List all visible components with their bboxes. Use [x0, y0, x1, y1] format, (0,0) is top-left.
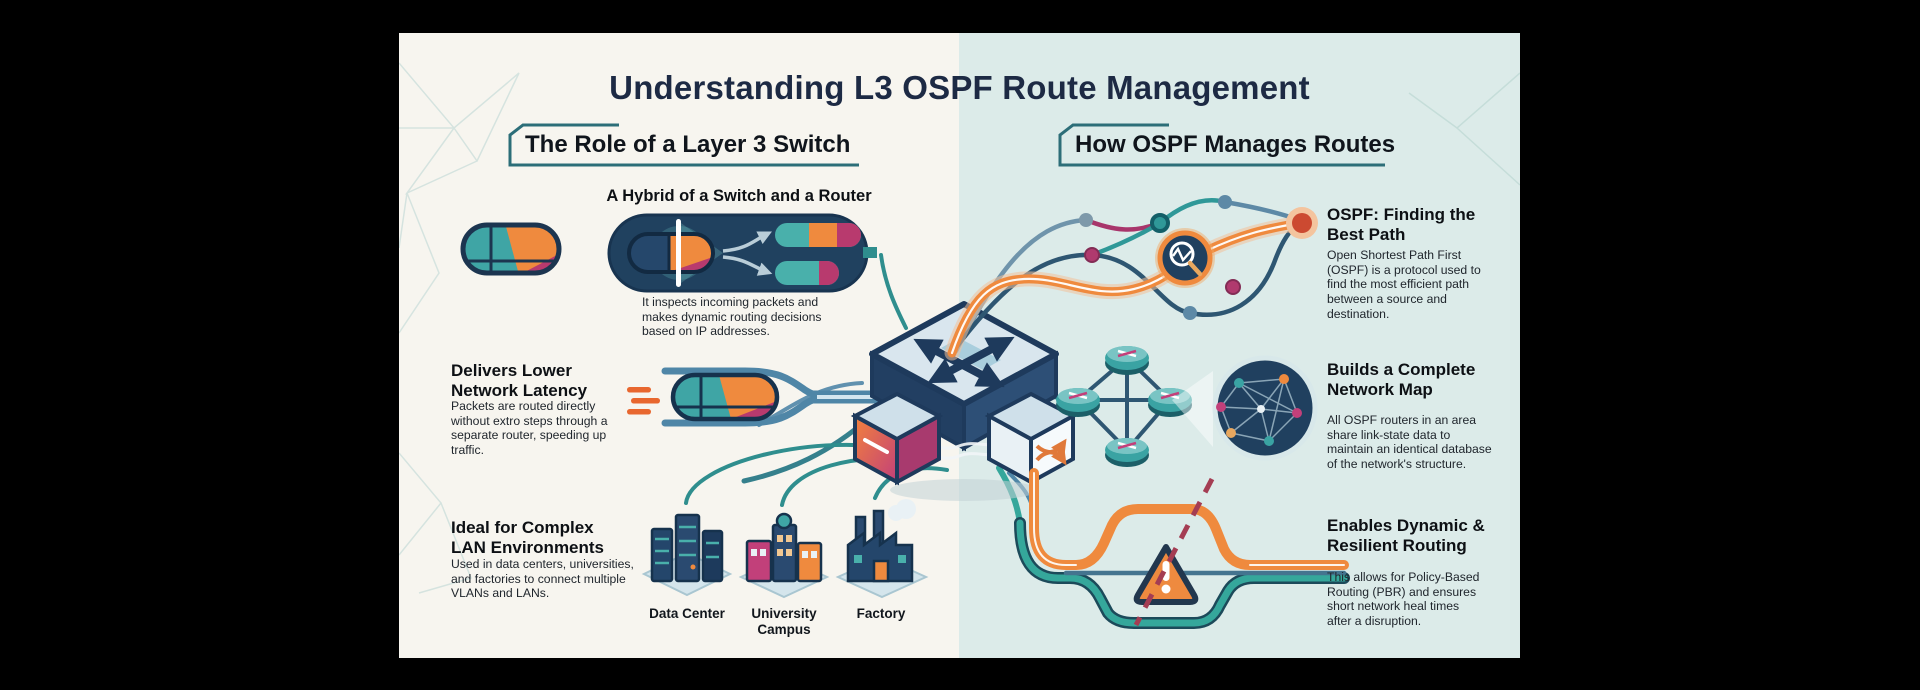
- lan-heading: Ideal for Complex LAN Environments: [451, 518, 605, 557]
- destination-node: [1292, 213, 1312, 233]
- warning-triangle-icon: [1133, 544, 1199, 605]
- layer3-switch-illustration: [850, 301, 1078, 501]
- university-campus-illustration: [738, 512, 830, 599]
- node: [1084, 247, 1100, 263]
- section-header-left: The Role of a Layer 3 Switch: [508, 123, 861, 167]
- building-label-factory: Factory: [856, 606, 906, 621]
- network-map-heading: Builds a Complete Network Map: [1327, 360, 1476, 399]
- decorative-mesh: [399, 62, 1520, 594]
- resilient-routing-heading: Enables Dynamic & Resilient Routing: [1327, 516, 1485, 555]
- magnifier-icon: [1155, 228, 1215, 288]
- resilient-routing-illustration: [1014, 468, 1350, 629]
- hybrid-title: A Hybrid of a Switch and a Router: [606, 187, 872, 205]
- resilient-routing-body: This allows for Policy-Based Routing (PB…: [1327, 570, 1480, 628]
- packet-pill-icon: [460, 222, 562, 276]
- latency-body: Packets are routed directly without extr…: [451, 399, 608, 457]
- building-label-data-center: Data Center: [649, 606, 725, 621]
- infographic-canvas: Understanding L3 OSPF Route Management T…: [399, 33, 1520, 658]
- node: [1183, 306, 1197, 320]
- shuffle-arrows-icon: [1035, 438, 1067, 466]
- network-map-body: All OSPF routers in an area share link-s…: [1327, 413, 1492, 471]
- latency-heading: Delivers Lower Network Latency: [451, 361, 588, 400]
- latency-funnel-illustration: [627, 367, 881, 427]
- building-label-university-campus: University Campus: [751, 606, 817, 637]
- hybrid-caption: It inspects incoming packets and makes d…: [642, 295, 822, 339]
- bidirectional-arrows-icon: [913, 336, 1015, 388]
- data-center-illustration: [641, 513, 733, 597]
- speed-lines-icon: [627, 387, 660, 415]
- page-title: Understanding L3 OSPF Route Management: [609, 69, 1310, 106]
- node: [1079, 213, 1093, 227]
- ospf-best-path-body: Open Shortest Path First (OSPF) is a pro…: [1327, 248, 1481, 321]
- disruption-cut-line: [1133, 477, 1215, 627]
- ospf-router-area-illustration: [1056, 346, 1192, 467]
- section-header-right: How OSPF Manages Routes: [1058, 123, 1395, 167]
- ospf-path-illustration: [944, 195, 1318, 361]
- hybrid-switch-router-illustration: [607, 213, 877, 293]
- factory-illustration: [835, 499, 929, 599]
- ospf-best-path-heading: OSPF: Finding the Best Path: [1327, 205, 1476, 244]
- node: [1150, 213, 1170, 233]
- lan-body: Used in data centers, universities, and …: [451, 557, 634, 601]
- node: [1218, 195, 1232, 209]
- node: [1225, 279, 1241, 295]
- network-map-globe-icon: [1172, 355, 1318, 461]
- router-icon: [1056, 346, 1192, 467]
